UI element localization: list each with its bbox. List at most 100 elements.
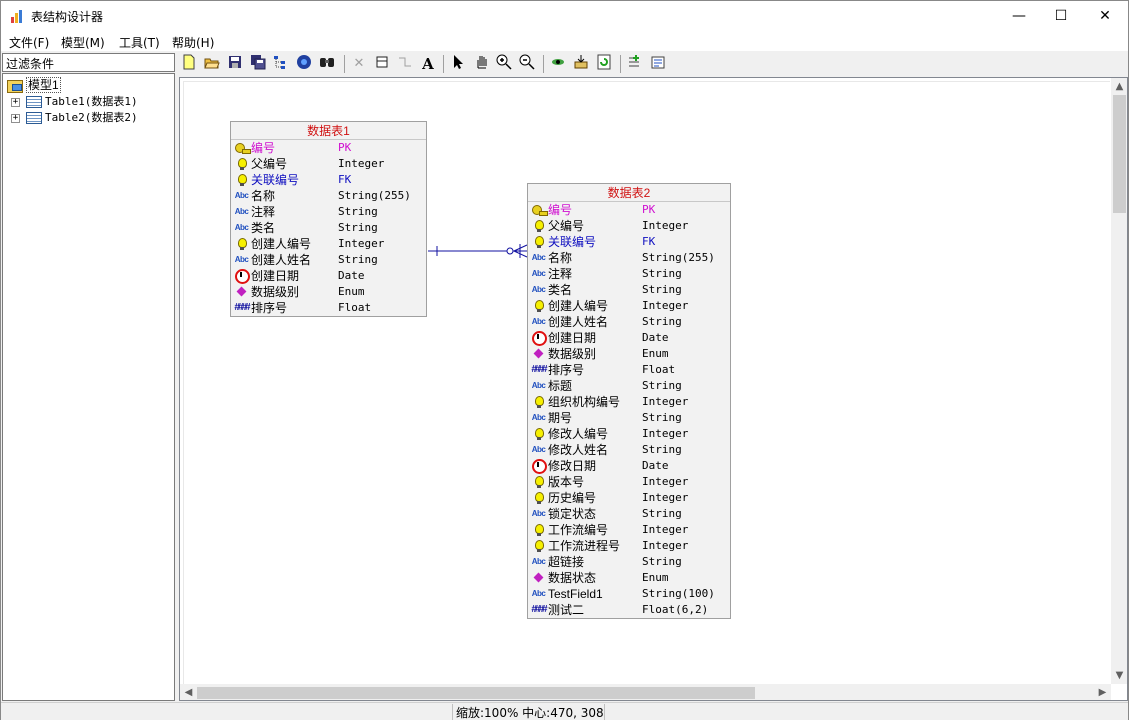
maximize-button[interactable]: ☐ (1054, 8, 1068, 24)
field-name: 数据级别 (548, 347, 597, 361)
field-name: 修改人姓名 (548, 443, 609, 457)
zoom-in-icon[interactable] (494, 54, 514, 74)
menu-model[interactable]: 模型(M) (61, 36, 105, 50)
refresh-icon[interactable] (594, 54, 614, 74)
field-type: Float(6,2) (642, 603, 709, 616)
save-all-icon[interactable] (248, 54, 268, 74)
zoom-out-icon[interactable] (517, 54, 537, 74)
field-type: String(100) (642, 587, 715, 600)
close-button[interactable]: ✕ (1099, 8, 1111, 24)
text-icon[interactable]: A (422, 55, 434, 73)
find-icon[interactable] (317, 54, 337, 74)
bulb-icon (531, 539, 546, 553)
scroll-right-icon[interactable]: ▶ (1098, 687, 1107, 698)
menu-tools[interactable]: 工具(T) (119, 36, 160, 50)
field-type: String (642, 379, 682, 392)
model-tree[interactable]: 模型1 + Table1(数据表1) + Table2(数据表2) (2, 73, 175, 701)
field-name: 工作流编号 (548, 523, 609, 537)
save-icon[interactable] (225, 54, 245, 74)
scroll-down-icon[interactable]: ▼ (1115, 670, 1124, 681)
vertical-scrollbar[interactable]: ▲ ▼ (1111, 78, 1127, 684)
add-field-icon[interactable] (625, 54, 645, 74)
filter-input[interactable]: 过滤条件 (2, 53, 175, 72)
table-icon[interactable] (372, 54, 392, 74)
tree-icon[interactable] (271, 54, 291, 74)
field-type: Date (642, 459, 669, 472)
hand-icon[interactable] (471, 54, 491, 74)
menu-bar: 文件(F) 模型(M) 工具(T) 帮助(H) (1, 31, 1128, 51)
bulb-icon (531, 219, 546, 233)
relationship-line[interactable] (180, 78, 1110, 683)
view-icon[interactable] (548, 54, 568, 74)
field-type: Integer (338, 237, 385, 250)
pointer-icon[interactable] (448, 54, 468, 74)
scroll-up-icon[interactable]: ▲ (1115, 81, 1124, 92)
field-type: String (642, 315, 682, 328)
abc-icon: Abc (531, 509, 546, 518)
properties-icon[interactable] (648, 54, 668, 74)
field-type: FK (642, 235, 656, 248)
scroll-left-icon[interactable]: ◀ (184, 687, 193, 698)
field-type: Float (338, 301, 372, 314)
minimize-button[interactable]: — (1012, 8, 1026, 24)
new-icon[interactable] (179, 54, 199, 74)
field-type: Integer (642, 395, 689, 408)
menu-file[interactable]: 文件(F) (9, 36, 50, 50)
expand-icon[interactable]: + (11, 113, 20, 123)
field-type: Date (642, 331, 669, 344)
horizontal-scrollbar[interactable]: ◀ ▶ (180, 684, 1111, 700)
delete-icon[interactable]: ✕ (353, 56, 365, 71)
open-icon[interactable] (202, 54, 222, 74)
import-icon[interactable] (571, 54, 591, 74)
menu-help[interactable]: 帮助(H) (172, 36, 215, 50)
expand-icon[interactable]: + (11, 97, 20, 107)
abc-icon: Abc (531, 413, 546, 422)
vertical-scroll-thumb[interactable] (1113, 95, 1126, 213)
relation-icon[interactable] (395, 54, 415, 74)
field-name: 名称 (548, 251, 573, 265)
horizontal-scroll-thumb[interactable] (197, 687, 755, 699)
db-icon[interactable] (294, 54, 314, 74)
tree-root[interactable]: 模型1 (7, 77, 61, 93)
